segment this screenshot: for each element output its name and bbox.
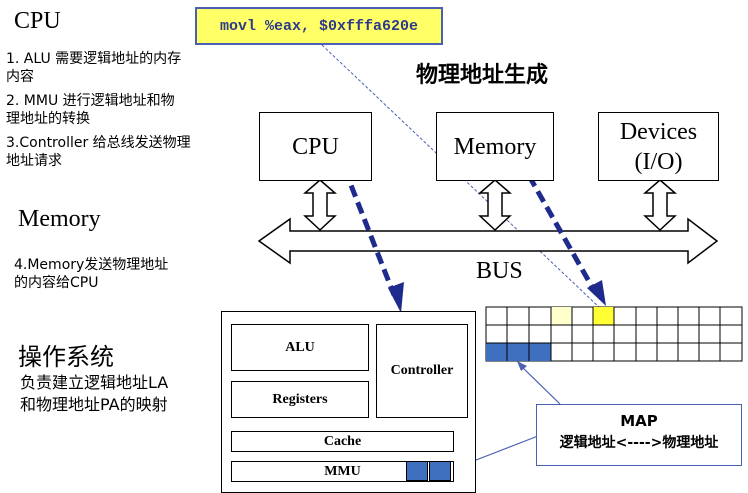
- memory-box: Memory: [436, 112, 554, 181]
- map-subtitle: 逻辑地址<---->物理地址: [559, 435, 719, 451]
- registers-box: Registers: [231, 381, 369, 418]
- mapped-cell: [507, 343, 529, 361]
- cpu-heading: CPU: [14, 8, 61, 34]
- cpu-box: CPU: [259, 112, 372, 181]
- alu-label: ALU: [285, 339, 315, 355]
- pale-cell: [551, 307, 572, 325]
- mmu-map-cell: [406, 461, 428, 481]
- step-1-line-2: 内容: [6, 69, 34, 85]
- alu-box: ALU: [231, 324, 369, 371]
- devices-box: Devices (I/O): [598, 112, 719, 181]
- memory-label: Memory: [453, 133, 537, 160]
- bus-label: BUS: [476, 258, 523, 284]
- controller-box: Controller: [376, 324, 468, 418]
- mmu-label: MMU: [324, 463, 361, 479]
- os-desc-line-2: 和物理地址PA的映射: [20, 395, 168, 414]
- step-2-line-2: 理地址的转换: [6, 111, 90, 127]
- memory-grid: [485, 306, 743, 362]
- step-2-line-1: 2. MMU 进行逻辑地址和物: [6, 93, 175, 109]
- memory-heading: Memory: [18, 206, 101, 232]
- instruction-text: movl %eax, $0xfffa620e: [219, 17, 419, 35]
- registers-label: Registers: [272, 391, 328, 407]
- cpu-label: CPU: [292, 133, 339, 160]
- mmu-box: MMU: [231, 461, 454, 482]
- memory-to-cell-arrow: [517, 158, 598, 294]
- diagram-title: 物理地址生成: [416, 63, 549, 88]
- step-4-line-2: 的内容给CPU: [14, 275, 99, 291]
- mmu-map-cell: [429, 461, 451, 481]
- step-3-line-2: 地址请求: [6, 153, 62, 169]
- step-1-line-1: 1. ALU 需要逻辑地址的内存: [6, 51, 182, 67]
- os-desc-line-1: 负责建立逻辑地址LA: [20, 373, 169, 392]
- cache-box: Cache: [231, 431, 454, 452]
- step-4-line-1: 4.Memory发送物理地址: [14, 257, 169, 273]
- mapped-cell: [486, 343, 507, 361]
- map-to-grid-arrow: [519, 364, 561, 405]
- memory-bus-connector: [477, 179, 513, 232]
- cpu-to-controller-arrowhead: [388, 282, 404, 313]
- map-callout: MAP 逻辑地址<---->物理地址: [536, 404, 742, 466]
- cpu-bus-connector: [302, 179, 338, 232]
- os-heading: 操作系统: [18, 343, 114, 371]
- cache-label: Cache: [323, 433, 362, 449]
- devices-bus-connector: [642, 179, 678, 232]
- devices-io-label: (I/O): [634, 148, 683, 175]
- memory-to-cell-arrowhead: [587, 280, 606, 306]
- mapped-cell: [529, 343, 551, 361]
- bus-arrow: [257, 217, 719, 265]
- step-3-line-1: 3.Controller 给总线发送物理: [6, 135, 191, 151]
- instruction-box: movl %eax, $0xfffa620e: [195, 7, 443, 45]
- highlighted-cell: [593, 307, 614, 325]
- devices-label: Devices: [619, 118, 698, 145]
- controller-label: Controller: [390, 363, 454, 378]
- map-title: MAP: [620, 412, 658, 430]
